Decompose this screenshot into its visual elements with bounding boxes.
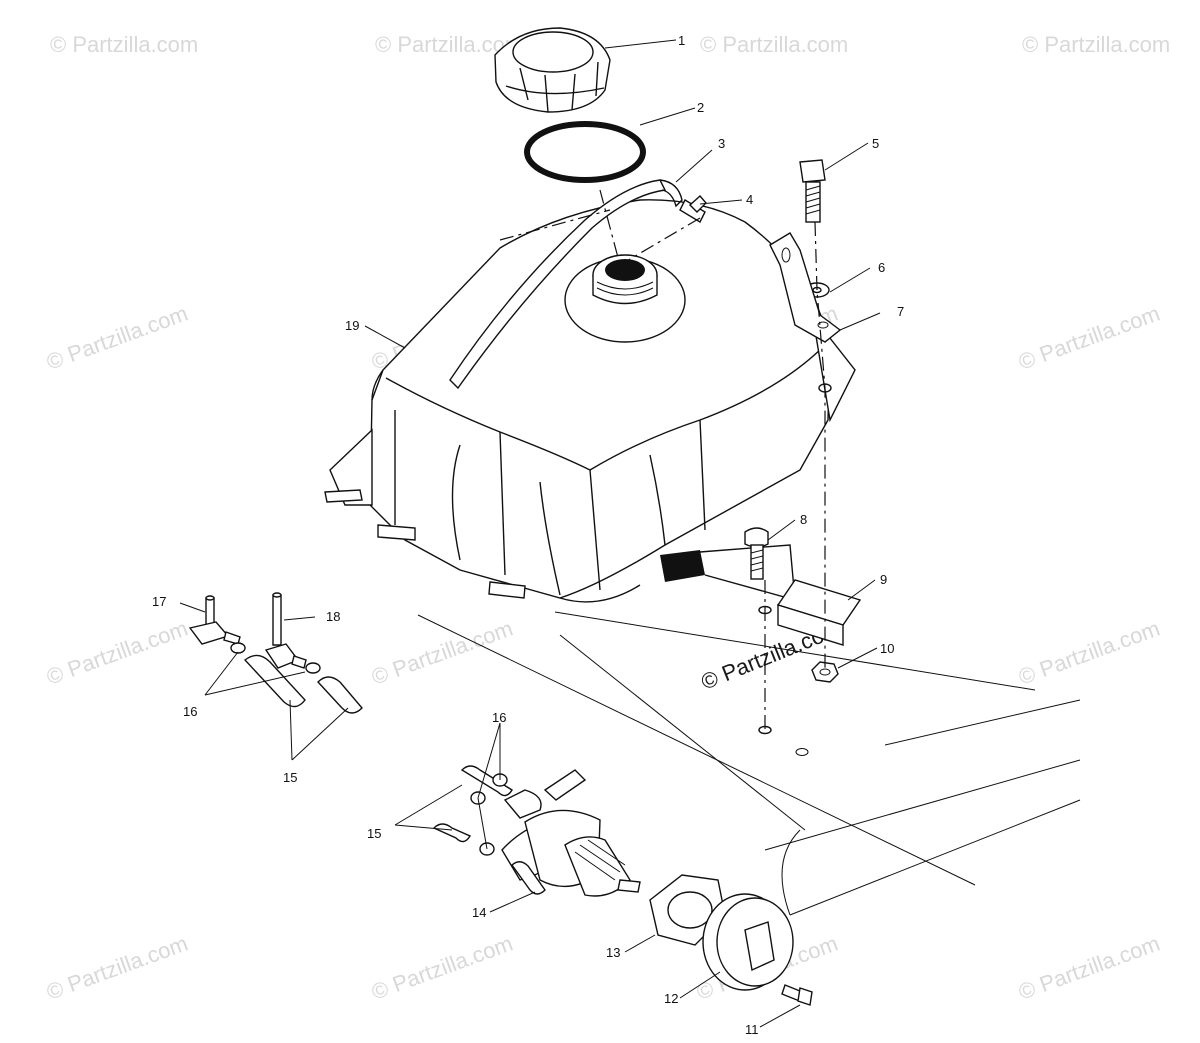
callout-17: 17 [152,594,166,609]
callout-12: 12 [664,991,678,1006]
callout-3: 3 [718,136,725,151]
callout-4: 4 [746,192,753,207]
alignment-lines [499,189,826,730]
callout-13: 13 [606,945,620,960]
callout-6: 6 [878,260,885,275]
watermark: © Partzilla.com [368,931,516,1005]
watermark: © Partzilla.com [1015,616,1163,690]
valve-knob-12 [702,893,794,991]
watermark: © Partzilla.com [43,301,191,375]
watermark: © Partzilla.com [43,616,191,690]
watermark: © Partzilla.com [1015,931,1163,1005]
callout-2: 2 [697,100,704,115]
callout-8: 8 [800,512,807,527]
frame-rails [417,611,1081,916]
screw-11 [781,984,813,1006]
bolt-5 [799,159,826,223]
callout-7: 7 [897,304,904,319]
callout-16: 16 [492,710,506,725]
nut-10 [811,661,839,683]
watermark: © Partzilla.com [50,32,198,57]
callout-15: 15 [367,826,381,841]
filler-cap [494,27,611,113]
callout-9: 9 [880,572,887,587]
bolt-8 [744,527,769,580]
callout-5: 5 [872,136,879,151]
callout-15: 15 [283,770,297,785]
callout-19: 19 [345,318,359,333]
fuel-tank [324,179,857,616]
watermark: © Partzilla.com [700,32,848,57]
callout-11: 11 [745,1022,759,1037]
callout-10: 10 [880,641,894,656]
callout-labels: 1 2 3 4 5 6 7 8 9 10 11 12 13 14 15 15 1… [152,33,904,1037]
callout-18: 18 [326,609,340,624]
o-ring [524,121,646,183]
watermark: © Partzilla.com [1022,32,1170,57]
leader-lines [179,39,881,1028]
bracket-9 [776,579,862,646]
callout-16: 16 [183,704,197,719]
callout-14: 14 [472,905,486,920]
watermark: © Partzilla.com [43,931,191,1005]
callout-1: 1 [678,33,685,48]
vent-fitting [679,194,707,223]
left-fittings-group [188,592,363,714]
frame-hole [758,725,772,735]
watermark: © Partzilla.com [1015,301,1163,375]
fuel-valve-assembly [432,765,641,897]
